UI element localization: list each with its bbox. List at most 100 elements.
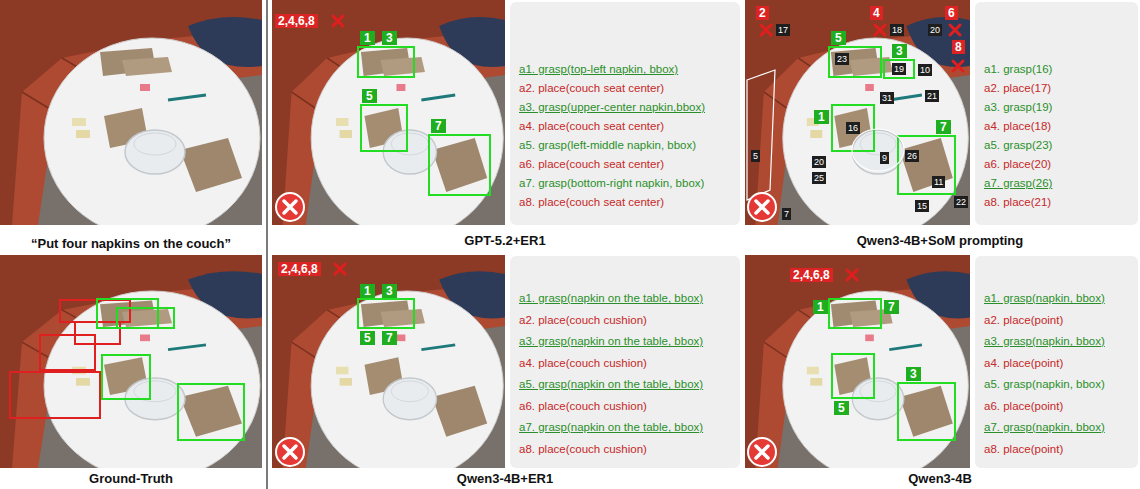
- grasp-step: a1. grasp(top-left napkin, bbox): [519, 60, 734, 79]
- som-mark-number: 31: [880, 92, 894, 104]
- place-tag: 8: [952, 40, 965, 54]
- grasp-box: [898, 383, 955, 440]
- fail-circle: [748, 438, 776, 466]
- grasp-step: a1. grasp(16): [984, 60, 1132, 79]
- som-mark-number: 15: [915, 200, 929, 212]
- place-tag: 2,4,6,8: [790, 268, 833, 282]
- grasp-step: a1. grasp(napkin, bbox): [984, 288, 1132, 310]
- x-mark: [335, 264, 345, 274]
- place-box: [10, 372, 100, 418]
- grasp-box: [829, 299, 881, 328]
- grasp-step: a3. grasp(19): [984, 98, 1132, 117]
- place-tag: 4: [870, 6, 883, 20]
- som-mark-number: 19: [892, 63, 906, 75]
- grasp-step: a5. grasp(23): [984, 136, 1132, 155]
- x-mark: [953, 61, 963, 71]
- grasp-step: a3. grasp(napkin, bbox): [984, 331, 1132, 353]
- step-tag: 1: [813, 300, 828, 314]
- action-panel: a1. grasp(napkin on the table, bbox)a2. …: [510, 256, 740, 468]
- grasp-box: [102, 355, 150, 399]
- fail-icon: [748, 193, 776, 221]
- grasp-box: [178, 384, 244, 440]
- place-step: a6. place(20): [984, 155, 1132, 174]
- scene-photo: [0, 255, 262, 480]
- grasp-step: a7. grasp(napkin, bbox): [984, 417, 1132, 439]
- place-step: a4. place(18): [984, 117, 1132, 136]
- som-outlines: [747, 70, 904, 200]
- step-tag: 7: [884, 300, 899, 314]
- grasp-box: [829, 47, 881, 77]
- place-step: a6. place(couch seat center): [519, 155, 734, 174]
- x-mark: [847, 270, 857, 280]
- fail-cross: [756, 201, 768, 213]
- x-mark: [875, 25, 885, 35]
- som-mark-number: 5: [751, 150, 760, 162]
- gt-place-boxes: [10, 300, 130, 418]
- step-tag: 7: [431, 119, 446, 133]
- fail-cross: [284, 446, 296, 458]
- step-tag: 3: [906, 367, 921, 381]
- place-tag: 6: [945, 6, 958, 20]
- place-step: a2. place(couch cushion): [519, 310, 734, 332]
- grasp-box: [832, 354, 874, 398]
- step-tag: 1: [814, 110, 829, 124]
- som-mark-number: 17: [776, 24, 790, 36]
- step-tag: 3: [382, 284, 397, 298]
- step-tag: 5: [362, 89, 377, 103]
- fail-icon: [276, 438, 304, 466]
- som-mark-number: 22: [954, 196, 968, 208]
- fail-circle: [276, 193, 304, 221]
- grasp-step: a7. grasp(napkin on the table, bbox): [519, 417, 734, 439]
- place-step: a8. place(couch seat center): [519, 193, 734, 212]
- place-step: a4. place(point): [984, 353, 1132, 375]
- place-step: a2. place(couch seat center): [519, 79, 734, 98]
- step-tag: 3: [382, 31, 397, 45]
- x-mark: [761, 25, 771, 35]
- place-step: a6. place(point): [984, 396, 1132, 418]
- som-mark-number: 10: [918, 64, 932, 76]
- fail-icon: [276, 193, 304, 221]
- grasp-box: [117, 308, 174, 328]
- som-region: [852, 129, 904, 171]
- place-step: a4. place(couch cushion): [519, 353, 734, 375]
- place-step: a6. place(couch cushion): [519, 396, 734, 418]
- grasp-step: a3. grasp(upper-center napkin,bbox): [519, 98, 734, 117]
- som-mark-number: 21: [925, 90, 939, 102]
- fail-cross: [756, 446, 768, 458]
- fail-circle: [276, 438, 304, 466]
- fail-cross: [284, 201, 296, 213]
- place-tag: 2,4,6,8: [278, 262, 321, 276]
- panel-caption: Qwen3-4B+SoM prompting: [857, 233, 1023, 248]
- grasp-step: a7. grasp(26): [984, 174, 1132, 193]
- fail-icon: [748, 438, 776, 466]
- scene-photo: [272, 0, 505, 238]
- grasp-box: [429, 135, 490, 195]
- panel-caption: Ground-Truth: [89, 471, 173, 486]
- som-mark-number: 9: [880, 152, 889, 164]
- place-tag: 2: [756, 6, 769, 20]
- panel-caption: GPT-5.2+ER1: [464, 233, 545, 248]
- place-step: a4. place(couch seat center): [519, 117, 734, 136]
- panel-caption: “Put four napkins on the couch”: [31, 236, 231, 251]
- grasp-step: a1. grasp(napkin on the table, bbox): [519, 288, 734, 310]
- place-step: a8. place(couch cushion): [519, 439, 734, 461]
- fail-circle: [748, 193, 776, 221]
- som-mark-number: 16: [846, 122, 860, 134]
- place-step: a8. place(point): [984, 439, 1132, 461]
- divider: [266, 0, 267, 489]
- place-step: a8. place(21): [984, 193, 1132, 212]
- scene-photo: [745, 255, 970, 480]
- scene-photo: [272, 255, 505, 480]
- step-tag: 5: [834, 401, 849, 415]
- som-mark-number: 7: [782, 208, 791, 220]
- grasp-box: [358, 47, 414, 77]
- scene-photo: [745, 0, 970, 238]
- place-step: a2. place(17): [984, 79, 1132, 98]
- som-region: [747, 70, 775, 200]
- action-panel: a1. grasp(napkin, bbox)a2. place(point)a…: [975, 256, 1138, 468]
- som-mark-number: 11: [932, 176, 945, 188]
- scene-photo: [0, 0, 262, 238]
- grasp-step: a5. grasp(left-middle napkin, bbox): [519, 136, 734, 155]
- panel-caption: Qwen3-4B+ER1: [457, 471, 553, 486]
